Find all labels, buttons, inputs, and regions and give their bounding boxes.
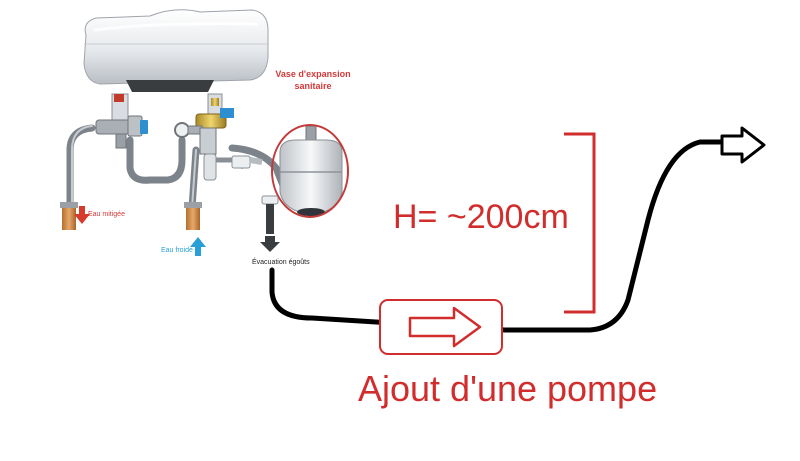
drain-pipe <box>260 195 280 252</box>
mixing-valve <box>95 93 148 149</box>
outlet-arrow-icon <box>720 126 766 164</box>
eau-froide-label: Eau froide <box>161 247 193 254</box>
copper-pipes <box>60 202 202 230</box>
evacuation-label: Évacuation égoûts <box>252 259 310 266</box>
pump-arrow-icon <box>408 306 482 348</box>
flexible-pipes-highlight <box>71 125 197 209</box>
expansion-vessel <box>279 125 343 216</box>
cold-water-arrow-icon <box>190 237 206 256</box>
height-label: H= ~200cm <box>393 198 569 236</box>
vase-expansion-label: Vase d'expansion sanitaire <box>258 68 368 92</box>
vase-expansion-line1: Vase d'expansion <box>275 69 351 79</box>
vase-expansion-line2: sanitaire <box>294 81 332 91</box>
evacuation-pipe <box>269 139 725 333</box>
flexible-pipes <box>66 124 288 212</box>
eau-mitigee-label: Eau mitigée <box>88 211 125 218</box>
water-heater-tank <box>83 9 269 92</box>
height-bracket <box>564 132 596 314</box>
hot-water-arrow-icon <box>74 206 90 224</box>
pump-label: Ajout d'une pompe <box>358 368 658 409</box>
vessel-highlight-circle <box>271 124 349 218</box>
safety-group <box>174 93 263 181</box>
